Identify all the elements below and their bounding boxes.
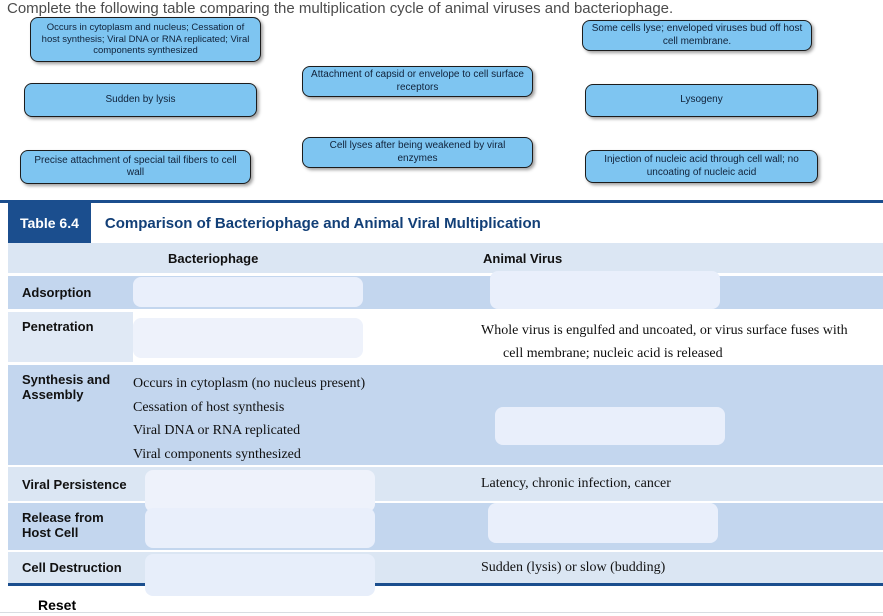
cell-penetration-animal-virus: Whole virus is engulfed and uncoated, or… xyxy=(481,323,848,362)
table-title-bar: Table 6.4 Comparison of Bacteriophage an… xyxy=(0,203,883,243)
dropzone-adsorption-animal-virus[interactable] xyxy=(490,271,720,309)
drag-item-adsorption-animal[interactable]: Attachment of capsid or envelope to cell… xyxy=(302,66,533,97)
table-row-adsorption: Adsorption xyxy=(8,271,883,309)
row-label-penetration: Penetration xyxy=(8,312,133,362)
bottom-divider xyxy=(0,612,883,613)
column-header-bacteriophage: Bacteriophage xyxy=(168,250,259,266)
drag-item-release-phage[interactable]: Cell lyses after being weakened by viral… xyxy=(302,137,533,168)
table-top-border xyxy=(0,200,883,203)
row-label-cell-destruction: Cell Destruction xyxy=(22,560,122,575)
instruction-text: Complete the following table comparing t… xyxy=(7,0,674,17)
dropzone-adsorption-bacteriophage[interactable] xyxy=(133,277,363,307)
phage-synthesis-line: Viral components synthesized xyxy=(133,446,301,462)
row-label-adsorption: Adsorption xyxy=(22,285,92,300)
reset-button[interactable]: Reset xyxy=(38,597,77,613)
table-bottom-border xyxy=(8,583,883,586)
row-label-release-from-host-cell: Release from Host Cell xyxy=(8,503,133,550)
drag-item-lysogeny[interactable]: Lysogeny xyxy=(585,84,818,117)
phage-synthesis-line: Cessation of host synthesis xyxy=(133,399,285,415)
row-label-viral-persistence: Viral Persistence xyxy=(22,476,127,492)
cell-synthesis-bacteriophage: Occurs in cytoplasm (no nucleus present)… xyxy=(133,365,481,465)
drag-item-synthesis-animal[interactable]: Occurs in cytoplasm and nucleus; Cessati… xyxy=(30,17,261,62)
table-row-penetration: Penetration Whole virus is engulfed and … xyxy=(8,312,883,362)
cell-destruction-animal-virus: Sudden (lysis) or slow (budding) xyxy=(481,559,666,575)
table-row-synthesis-assembly: Synthesis and Assembly Occurs in cytopla… xyxy=(8,365,883,465)
row-label-synthesis-assembly: Synthesis and Assembly xyxy=(8,365,133,465)
column-header-row: Bacteriophage Animal Virus xyxy=(8,243,883,273)
drag-item-release-animal[interactable]: Some cells lyse; enveloped viruses bud o… xyxy=(582,20,812,51)
dropzone-release-bacteriophage[interactable] xyxy=(145,508,375,548)
dropzone-release-animal-virus[interactable] xyxy=(488,503,718,543)
dropzone-synthesis-animal-virus[interactable] xyxy=(495,407,725,445)
table-row-cell-destruction: Cell Destruction Sudden (lysis) or slow … xyxy=(8,552,883,596)
drag-item-penetration-phage[interactable]: Injection of nucleic acid through cell w… xyxy=(585,150,818,183)
dropzone-destruction-bacteriophage[interactable] xyxy=(145,554,375,596)
table-row-viral-persistence: Viral Persistence Latency, chronic infec… xyxy=(8,467,883,512)
phage-synthesis-line: Viral DNA or RNA replicated xyxy=(133,423,301,438)
column-header-animal-virus: Animal Virus xyxy=(483,250,563,266)
comparison-table: Table 6.4 Comparison of Bacteriophage an… xyxy=(0,200,883,596)
dropzone-persistence-bacteriophage[interactable] xyxy=(145,470,375,512)
row-label-text: Release from Host Cell xyxy=(22,510,104,540)
drag-item-cell-destruction[interactable]: Sudden by lysis xyxy=(24,83,257,117)
cell-persistence-animal-virus: Latency, chronic infection, cancer xyxy=(481,476,671,491)
table-row-release-from-host-cell: Release from Host Cell xyxy=(8,503,883,550)
table-number-badge: Table 6.4 xyxy=(8,203,91,243)
phage-synthesis-line: Occurs in cytoplasm (no nucleus present) xyxy=(133,376,366,391)
drag-item-adsorption-phage[interactable]: Precise attachment of special tail fiber… xyxy=(20,150,251,184)
table-title: Comparison of Bacteriophage and Animal V… xyxy=(104,214,541,232)
dropzone-penetration-bacteriophage[interactable] xyxy=(133,318,363,358)
row-label-text: Synthesis and Assembly xyxy=(22,372,111,402)
